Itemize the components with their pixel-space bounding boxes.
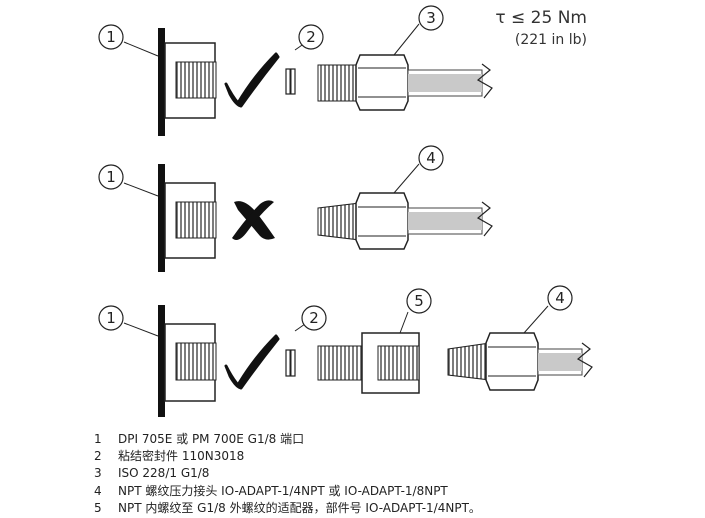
legend-number: 1 xyxy=(94,432,102,446)
legend-item: 1 DPI 705E 或 PM 700E G1/8 端口 xyxy=(94,431,481,448)
legend: 1 DPI 705E 或 PM 700E G1/8 端口 2 粘结密封件 110… xyxy=(94,431,481,517)
check-mark-icon xyxy=(224,52,280,108)
check-mark-icon xyxy=(224,334,280,390)
callout-label: 2 xyxy=(309,309,319,327)
legend-text: NPT 螺纹压力接头 IO-ADAPT-1/4NPT 或 IO-ADAPT-1/… xyxy=(118,483,448,498)
callout-label: 4 xyxy=(426,149,436,167)
legend-text: DPI 705E 或 PM 700E G1/8 端口 xyxy=(118,432,305,446)
callout-1: 1 xyxy=(98,305,159,337)
cross-mark-icon xyxy=(232,200,275,240)
legend-text: ISO 228/1 G1/8 xyxy=(118,466,210,481)
npt-adapter: 5 xyxy=(317,288,432,394)
row-2-incorrect-npt: 1 4 xyxy=(98,145,493,272)
legend-text: NPT 内螺纹至 G1/8 外螺纹的适配器，部件号 IO-ADAPT-1/4NP… xyxy=(118,500,481,515)
legend-number: 2 xyxy=(94,449,102,464)
legend-item: 5 NPT 内螺纹至 G1/8 外螺纹的适配器，部件号 IO-ADAPT-1/4… xyxy=(94,500,481,517)
pressure-fitting-g18: 3 xyxy=(317,5,493,111)
legend-item: 2 粘结密封件 110N3018 xyxy=(94,448,481,465)
legend-number: 3 xyxy=(94,466,102,481)
legend-text: 粘结密封件 110N3018 xyxy=(118,449,245,464)
pressure-fitting-npt: 4 xyxy=(317,145,493,250)
callout-label: 1 xyxy=(106,28,116,46)
callout-label: 1 xyxy=(106,309,116,327)
callout-1: 1 xyxy=(98,164,159,197)
instrument-port xyxy=(158,28,217,136)
legend-item: 3 ISO 228/1 G1/8 xyxy=(94,465,481,482)
legend-number: 5 xyxy=(94,500,102,515)
instrument-port xyxy=(158,164,217,272)
torque-limit-imperial: (221 in lb) xyxy=(514,32,587,48)
pressure-fitting-npt: 4 xyxy=(447,285,593,391)
fitting-diagram: 1 2 3 xyxy=(98,5,593,417)
callout-label: 3 xyxy=(426,9,436,27)
instrument-port xyxy=(158,305,217,417)
row-3-correct-with-adapter: 1 2 5 4 xyxy=(98,285,593,417)
callout-1: 1 xyxy=(98,24,159,57)
callout-label: 5 xyxy=(414,292,424,310)
bonded-seal: 2 xyxy=(285,305,327,377)
callout-label: 4 xyxy=(555,289,565,307)
legend-number: 4 xyxy=(94,483,102,498)
legend-item: 4 NPT 螺纹压力接头 IO-ADAPT-1/4NPT 或 IO-ADAPT-… xyxy=(94,483,481,500)
row-1-correct-g18: 1 2 3 xyxy=(98,5,493,136)
callout-label: 1 xyxy=(106,168,116,186)
torque-limit: τ ≤ 25 Nm xyxy=(495,8,587,28)
bonded-seal: 2 xyxy=(285,24,324,95)
callout-label: 2 xyxy=(306,28,316,46)
